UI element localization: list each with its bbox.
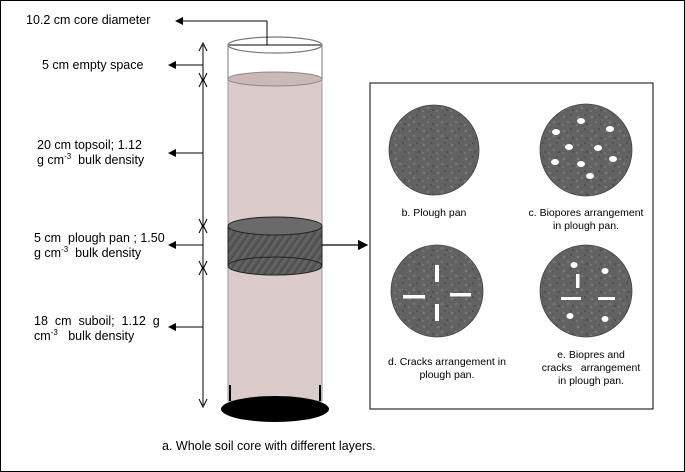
caption-cracks: d. Cracks arrangement in plough pan. bbox=[388, 356, 506, 381]
caption-biopores-cracks: e. Biopres and cracks arrangement in plo… bbox=[541, 349, 641, 387]
caption-biopores: c. Biopores arrangement in plough pan. bbox=[528, 207, 644, 232]
caption-plough-pan: b. Plough pan bbox=[401, 207, 467, 219]
disc-cracks bbox=[390, 244, 484, 338]
label-core-diameter: 10.2 cm core diameter bbox=[26, 13, 151, 27]
label-empty-space: 5 cm empty space bbox=[42, 58, 144, 72]
label-topsoil: 20 cm topsoil; 1.12 g cm-3 bulk density bbox=[37, 138, 144, 168]
label-subsoil: 18 cm suboil; 1.12 g cm-3 bulk density bbox=[34, 314, 160, 344]
label-topsoil-line2: g cm-3 bulk density bbox=[37, 151, 145, 167]
plough-pan-layer bbox=[227, 216, 323, 276]
depth-dimension-line bbox=[198, 41, 208, 409]
label-topsoil-line1: 20 cm topsoil; 1.12 bbox=[37, 138, 142, 152]
core-base bbox=[221, 396, 329, 422]
label-subsoil-line2: cm-3 bulk density bbox=[34, 327, 135, 343]
label-subsoil-line1: 18 cm suboil; 1.12 g bbox=[34, 314, 160, 328]
disc-biopores-cracks bbox=[539, 244, 633, 338]
disc-plough-pan bbox=[388, 104, 480, 196]
disc-biopores bbox=[539, 103, 633, 197]
label-ploughpan-line1: 5 cm plough pan ; 1.50 bbox=[34, 231, 165, 245]
label-ploughpan-line2: g cm-3 bulk density bbox=[34, 244, 142, 260]
label-plough-pan: 5 cm plough pan ; 1.50 g cm-3 bulk densi… bbox=[34, 231, 165, 261]
figure-caption: a. Whole soil core with different layers… bbox=[162, 439, 376, 453]
